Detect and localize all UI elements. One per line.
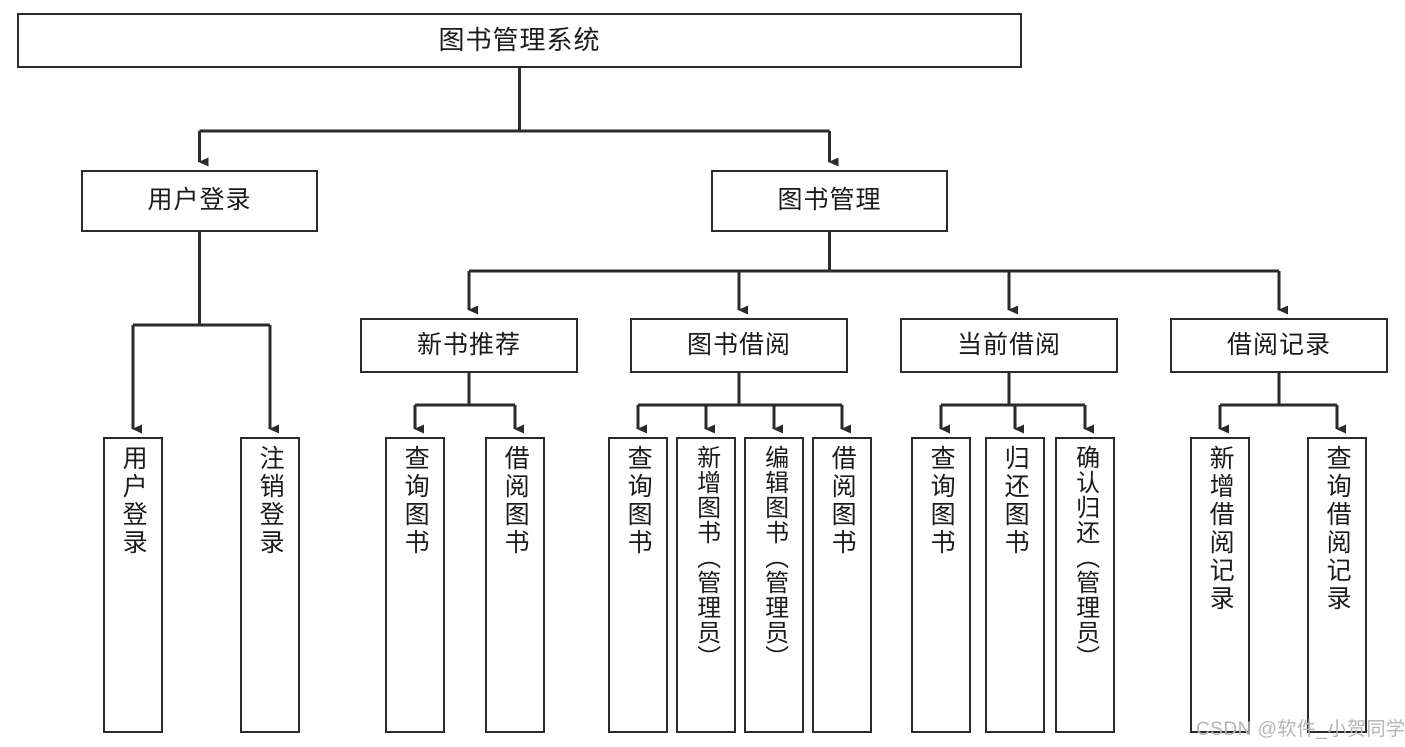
node-label: 编辑图书（管理员）	[760, 445, 788, 670]
node-label: 图书管理	[777, 186, 882, 215]
node-label: 用户登录	[119, 445, 148, 557]
node-leaf-query-book-recommend[interactable]: 查询图书	[385, 437, 445, 733]
node-leaf-add-book-admin[interactable]: 新增图书（管理员）	[676, 437, 736, 733]
node-book-borrow[interactable]: 图书借阅	[630, 318, 848, 373]
node-label: 新书推荐	[416, 330, 521, 359]
node-leaf-edit-book-admin[interactable]: 编辑图书（管理员）	[744, 437, 804, 733]
node-book-manage[interactable]: 图书管理	[711, 170, 948, 232]
node-leaf-borrow-book-recommend[interactable]: 借阅图书	[485, 437, 545, 733]
node-leaf-user-login[interactable]: 用户登录	[103, 437, 163, 733]
node-label: 查询借阅记录	[1323, 445, 1352, 613]
node-label: 注销登录	[256, 445, 285, 557]
node-label: 当前借阅	[956, 330, 1061, 359]
node-new-book-recommend[interactable]: 新书推荐	[360, 318, 578, 373]
node-leaf-return-book[interactable]: 归还图书	[985, 437, 1045, 733]
node-current-borrow[interactable]: 当前借阅	[900, 318, 1118, 373]
node-leaf-add-borrow-record[interactable]: 新增借阅记录	[1190, 437, 1250, 733]
node-user-login[interactable]: 用户登录	[81, 170, 318, 232]
node-label: 新增图书（管理员）	[692, 445, 720, 670]
node-leaf-user-logout[interactable]: 注销登录	[240, 437, 300, 733]
csdn-watermark: CSDN @软件_小贺同学	[1196, 719, 1405, 740]
node-leaf-query-borrow-record[interactable]: 查询借阅记录	[1307, 437, 1367, 733]
node-root-system[interactable]: 图书管理系统	[17, 13, 1022, 68]
node-borrow-record[interactable]: 借阅记录	[1170, 318, 1388, 373]
node-label: 借阅图书	[828, 445, 857, 557]
node-label: 查询图书	[401, 445, 430, 557]
node-label: 查询图书	[624, 445, 653, 557]
node-label: 新增借阅记录	[1206, 445, 1235, 613]
node-label: 归还图书	[1001, 445, 1030, 557]
node-label: 查询图书	[927, 445, 956, 557]
node-leaf-borrow-book-borrow[interactable]: 借阅图书	[812, 437, 872, 733]
node-leaf-query-book-borrow[interactable]: 查询图书	[608, 437, 668, 733]
node-label: 图书管理系统	[438, 25, 601, 56]
node-label: 借阅记录	[1226, 330, 1331, 359]
node-label: 借阅图书	[501, 445, 530, 557]
node-label: 图书借阅	[686, 330, 791, 359]
node-label: 用户登录	[147, 186, 252, 215]
node-label: 确认归还（管理员）	[1071, 445, 1099, 670]
node-leaf-confirm-return-admin[interactable]: 确认归还（管理员）	[1055, 437, 1115, 733]
node-leaf-query-book-current[interactable]: 查询图书	[911, 437, 971, 733]
